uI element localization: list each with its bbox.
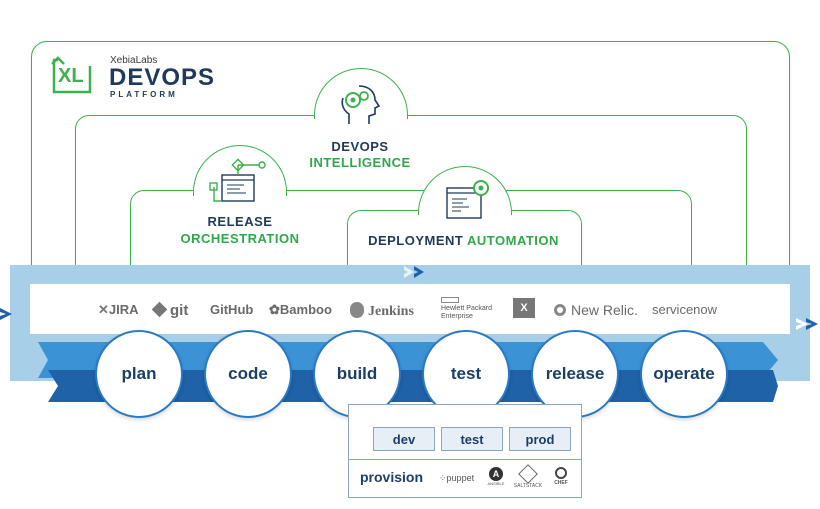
xl-logo-icon bbox=[51, 56, 92, 94]
tool-jira-label: JIRA bbox=[108, 302, 139, 317]
deployment-title-word: DEPLOYMENT bbox=[368, 233, 464, 248]
chef-icon bbox=[555, 467, 567, 479]
provision-puppet-label: puppet bbox=[446, 473, 475, 483]
logo-mark: XL bbox=[50, 56, 94, 96]
tool-servicenow-label: servicenow bbox=[652, 302, 718, 317]
provision-ansible: A ANSIBLE bbox=[484, 467, 508, 486]
deployment-dome-mask bbox=[419, 208, 510, 214]
tool-hpe: Hewlett Packard Enterprise bbox=[441, 297, 501, 321]
stage-operate: operate bbox=[640, 330, 728, 418]
hpe-icon bbox=[441, 297, 459, 303]
release-title: RELEASE bbox=[207, 214, 273, 229]
intelligence-title: DEVOPS bbox=[331, 139, 389, 154]
tool-hpe-label: Hewlett Packard Enterprise bbox=[441, 305, 492, 320]
tool-git: git bbox=[151, 301, 189, 319]
provision-puppet: ⁘puppet bbox=[439, 473, 474, 484]
ansible-icon: A bbox=[489, 467, 503, 481]
provision-ansible-label: ANSIBLE bbox=[487, 481, 505, 486]
provision-label: provision bbox=[360, 469, 424, 485]
jira-icon: ✕ bbox=[98, 302, 109, 317]
env-test: test bbox=[441, 427, 503, 451]
tool-jenkins: Jenkins bbox=[350, 302, 414, 320]
company-name: XebiaLabs bbox=[110, 55, 158, 66]
git-icon bbox=[151, 301, 168, 318]
stage-release: release bbox=[531, 330, 619, 418]
deployment-subtitle: AUTOMATION bbox=[467, 233, 559, 248]
intelligence-dome-mask bbox=[315, 112, 406, 118]
excel-icon: X bbox=[513, 298, 535, 318]
tool-new-relic-label: New Relic. bbox=[571, 302, 638, 318]
puppet-icon: ⁘ bbox=[439, 473, 447, 483]
band-chevrons bbox=[0, 266, 818, 330]
provision-divider bbox=[348, 459, 582, 460]
brain-gear-icon bbox=[335, 82, 385, 133]
product-subtitle: PLATFORM bbox=[110, 90, 178, 99]
stage-build: build bbox=[313, 330, 401, 418]
product-name: DEVOPS bbox=[109, 64, 216, 91]
logo-text: XL bbox=[58, 65, 84, 87]
environments-box bbox=[348, 404, 582, 498]
tool-bamboo: ✿Bamboo bbox=[269, 302, 332, 318]
tool-bamboo-label: Bamboo bbox=[279, 302, 332, 317]
tool-github: GitHub bbox=[210, 302, 253, 317]
deploy-window-icon bbox=[443, 178, 493, 227]
bamboo-icon: ✿ bbox=[269, 302, 280, 317]
provision-chef: CHEF bbox=[550, 467, 572, 486]
new-relic-icon bbox=[554, 304, 566, 316]
provision-chef-label: CHEF bbox=[554, 480, 568, 486]
jenkins-icon bbox=[350, 302, 364, 318]
tool-new-relic: New Relic. bbox=[554, 302, 638, 318]
tool-git-label: git bbox=[170, 302, 189, 319]
saltstack-icon bbox=[518, 464, 538, 484]
deployment-title: DEPLOYMENT AUTOMATION bbox=[350, 233, 577, 248]
intelligence-subtitle: INTELLIGENCE bbox=[309, 155, 411, 170]
tool-jenkins-label: Jenkins bbox=[368, 304, 414, 319]
tool-servicenow: servicenow bbox=[652, 302, 717, 317]
stage-plan: plan bbox=[95, 330, 183, 418]
release-subtitle: ORCHESTRATION bbox=[180, 231, 300, 246]
env-prod: prod bbox=[509, 427, 571, 451]
release-dome-mask bbox=[194, 188, 285, 194]
stage-code: code bbox=[204, 330, 292, 418]
stage-test: test bbox=[422, 330, 510, 418]
pipeline-icon bbox=[206, 157, 272, 210]
provision-saltstack-label: SALTSTACK bbox=[513, 483, 543, 489]
tool-jira: ✕JIRA bbox=[98, 302, 139, 318]
env-dev: dev bbox=[373, 427, 435, 451]
tool-github-label: GitHub bbox=[210, 302, 254, 317]
provision-saltstack: SALTSTACK bbox=[510, 464, 546, 489]
